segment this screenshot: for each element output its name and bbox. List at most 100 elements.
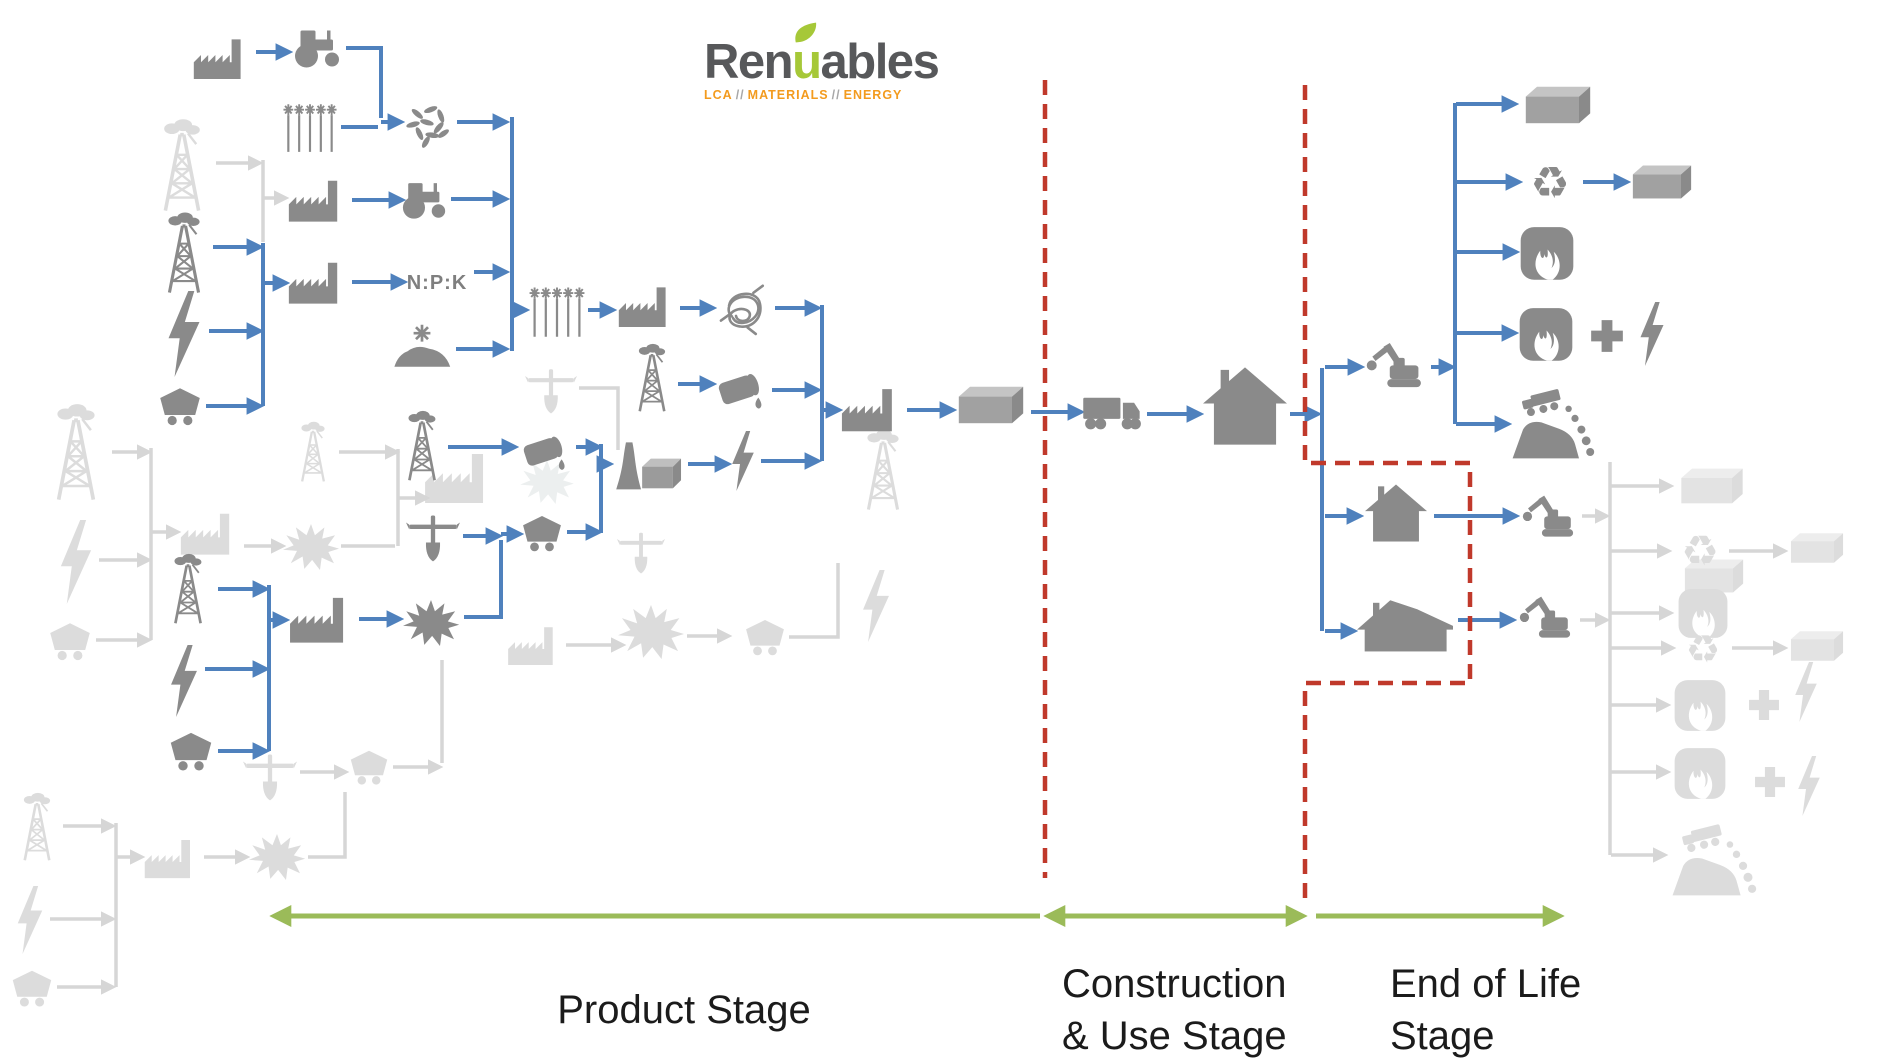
brand-accent-letter: u — [792, 22, 822, 87]
box-product — [954, 384, 1028, 426]
eol-stage-line2: Stage — [1390, 1014, 1495, 1058]
factory-icon — [617, 282, 677, 330]
tractor-icon — [293, 24, 343, 70]
box-recycled — [1630, 163, 1694, 201]
product-stage-label: Product Stage — [557, 988, 811, 1032]
tagline-separator: // — [735, 88, 745, 102]
lightning-icon — [166, 636, 202, 726]
crops-1 — [282, 101, 338, 153]
lightning-1 — [162, 291, 206, 377]
factory-main — [840, 384, 904, 434]
factory-icon — [287, 177, 349, 223]
crops-2 — [529, 284, 585, 338]
tagline-word: LCA — [704, 88, 733, 102]
construction-use-stage-label: Construction & Use Stage — [1062, 958, 1287, 1062]
blast-1 — [401, 600, 461, 646]
npk-label-node: N:P:K — [406, 271, 468, 294]
leaf-icon — [795, 22, 817, 43]
excavator-icon — [1519, 491, 1581, 543]
tagline-word: ENERGY — [843, 88, 903, 102]
tractor-2 — [401, 177, 449, 221]
house-icon — [1203, 363, 1287, 449]
straw-pile — [401, 100, 455, 148]
lightning-icon — [162, 291, 206, 377]
box3d-icon — [1518, 84, 1598, 126]
landfill-1 — [1511, 378, 1599, 462]
minecart-2 — [520, 513, 564, 553]
excavator-3 — [1516, 592, 1578, 644]
factory-fuel — [191, 37, 253, 79]
recycle-1 — [1522, 159, 1578, 209]
derrick-icon — [399, 410, 445, 482]
box3d-icon — [954, 384, 1028, 426]
brand-prefix: Ren — [704, 35, 794, 89]
incinerator-icon — [1519, 226, 1575, 282]
flow-edge — [308, 792, 347, 859]
flow-edge — [579, 386, 620, 450]
factory-icon — [288, 594, 356, 644]
minecart-icon — [520, 513, 564, 553]
recycle-icon — [1522, 159, 1578, 209]
end-of-life-stage-label: End of Life Stage — [1390, 958, 1581, 1062]
pickaxe-icon — [406, 509, 460, 563]
derrick-4 — [162, 553, 214, 625]
lightning-4 — [1636, 287, 1668, 381]
excavator-icon — [1516, 592, 1578, 644]
factory-machinery — [287, 177, 349, 223]
lightning-icon — [728, 430, 758, 492]
logo-tagline: LCA//MATERIALS//ENERGY — [704, 88, 938, 102]
minecart-icon — [167, 731, 215, 771]
excavator-icon — [1364, 338, 1428, 394]
stage-divider — [1302, 85, 1473, 903]
incinerator-1 — [1519, 226, 1575, 282]
minecart-3 — [167, 731, 215, 771]
factory-icon — [287, 259, 349, 305]
derrick-icon — [629, 343, 675, 413]
minecart-1 — [157, 386, 203, 426]
lightning-3 — [166, 636, 202, 726]
derrick-icon — [162, 553, 214, 625]
excavator-2 — [1519, 491, 1581, 543]
house-2 — [1363, 482, 1429, 544]
excavator-1 — [1364, 338, 1428, 394]
incinerator-2 — [1518, 307, 1574, 363]
straw-icon — [401, 100, 455, 148]
construction-stage-line1: Construction — [1062, 962, 1287, 1006]
houseLong-icon — [1357, 590, 1453, 654]
crops-icon — [282, 101, 338, 153]
fiber-icon — [714, 280, 772, 338]
flow-edge — [346, 46, 383, 118]
factory-processing — [617, 282, 677, 330]
powerplant — [609, 437, 685, 491]
factory-icon — [191, 37, 253, 79]
flow-edge — [464, 540, 503, 619]
tractor-1 — [293, 24, 343, 70]
plus-icon — [1589, 313, 1625, 359]
barrel-icon — [517, 429, 573, 477]
fiber-bundle — [714, 280, 772, 338]
derrick-2 — [629, 343, 675, 413]
derrick-3 — [399, 410, 445, 482]
factory-icon — [840, 384, 904, 434]
tagline-separator: // — [831, 88, 841, 102]
pickaxe-1 — [406, 509, 460, 563]
blast-icon — [401, 600, 461, 646]
house-main — [1203, 363, 1287, 449]
seeds-mound — [391, 320, 453, 368]
derrick-icon — [158, 208, 210, 298]
barrel-1 — [713, 366, 769, 416]
crops-icon — [529, 284, 585, 338]
barrel-2 — [517, 429, 573, 477]
landfill-icon — [1511, 378, 1599, 462]
tagline-word: MATERIALS — [747, 88, 829, 102]
truck-icon — [1082, 392, 1144, 432]
factory-fertilizer — [287, 259, 349, 305]
plus-1 — [1589, 313, 1625, 359]
barrel-icon — [713, 366, 769, 416]
powerplant-icon — [609, 437, 685, 491]
lightning-icon — [1636, 287, 1668, 381]
flow-edge — [789, 563, 840, 639]
